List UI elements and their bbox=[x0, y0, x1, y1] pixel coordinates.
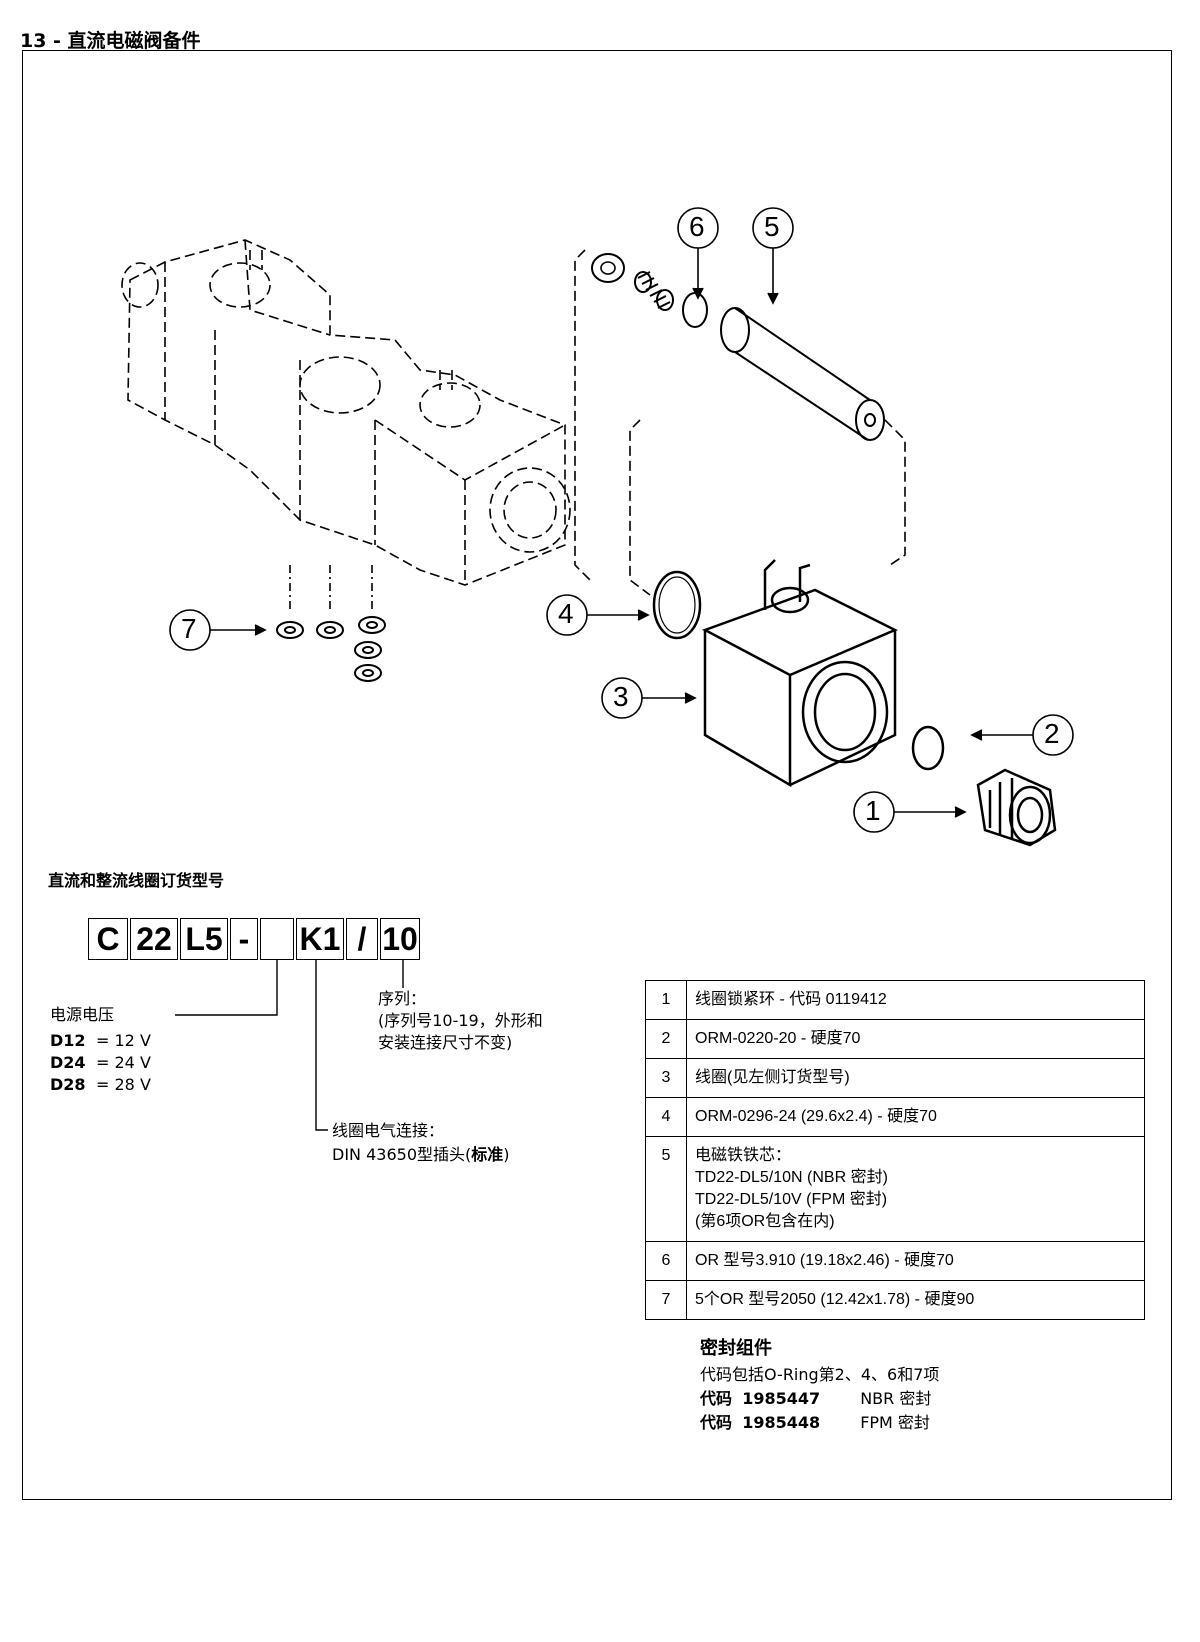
page-frame bbox=[22, 50, 1172, 1500]
series-note-1: (序列号10-19，外形和 bbox=[378, 1011, 543, 1030]
seal-kit-desc: 代码包括O-Ring第2、4、6和7项 bbox=[700, 1365, 940, 1384]
series-note-2: 安装连接尺寸不变) bbox=[378, 1033, 513, 1052]
code-box-l5: L5 bbox=[180, 918, 228, 960]
voltage-label: 电源电压 bbox=[50, 1005, 115, 1024]
callout-3: 3 bbox=[613, 681, 629, 712]
code-box-c: C bbox=[88, 918, 128, 960]
table-row: 2 ORM-0220-20 - 硬度70 bbox=[645, 1019, 1145, 1059]
valve-body-outline bbox=[121, 239, 571, 586]
table-row: 4 ORM-0296-24 (29.6x2.4) - 硬度70 bbox=[645, 1097, 1145, 1137]
table-row: 6 OR 型号3.910 (19.18x2.46) - 硬度70 bbox=[645, 1241, 1145, 1281]
parts-table: 1 线圈锁紧环 - 代码 0119412 2 ORM-0220-20 - 硬度7… bbox=[645, 980, 1145, 1320]
voltage-row-d28: D28= 28 V bbox=[50, 1075, 151, 1094]
page-title: 13 - 直流电磁阀备件 bbox=[20, 30, 201, 52]
order-code-heading: 直流和整流线圈订货型号 bbox=[48, 871, 225, 890]
callout-5: 5 bbox=[764, 211, 780, 242]
code-box-dash: - bbox=[230, 918, 258, 960]
code-box-voltage bbox=[260, 918, 294, 960]
code-box-slash: / bbox=[346, 918, 378, 960]
table-row: 7 5个OR 型号2050 (12.42x1.78) - 硬度90 bbox=[645, 1280, 1145, 1320]
code-box-10: 10 bbox=[380, 918, 420, 960]
code-box-22: 22 bbox=[130, 918, 178, 960]
code-box-k1: K1 bbox=[296, 918, 344, 960]
callout-1: 1 bbox=[865, 795, 881, 826]
voltage-row-d12: D12= 12 V bbox=[50, 1031, 151, 1050]
table-row: 1 线圈锁紧环 - 代码 0119412 bbox=[645, 980, 1145, 1020]
connection-value: DIN 43650型插头(标准) bbox=[332, 1145, 510, 1164]
series-label: 序列： bbox=[378, 989, 427, 1008]
callout-4: 4 bbox=[558, 598, 574, 629]
callout-2: 2 bbox=[1044, 718, 1060, 749]
callout-7: 7 bbox=[181, 613, 197, 644]
voltage-row-d24: D24= 24 V bbox=[50, 1053, 151, 1072]
callout-6: 6 bbox=[689, 211, 705, 242]
connection-label: 线圈电气连接： bbox=[332, 1121, 445, 1140]
table-row: 5 电磁铁铁芯： TD22-DL5/10N (NBR 密封) TD22-DL5/… bbox=[645, 1136, 1145, 1242]
table-row: 3 线圈(见左侧订货型号) bbox=[645, 1058, 1145, 1098]
seal-kit-title: 密封组件 bbox=[700, 1338, 772, 1359]
